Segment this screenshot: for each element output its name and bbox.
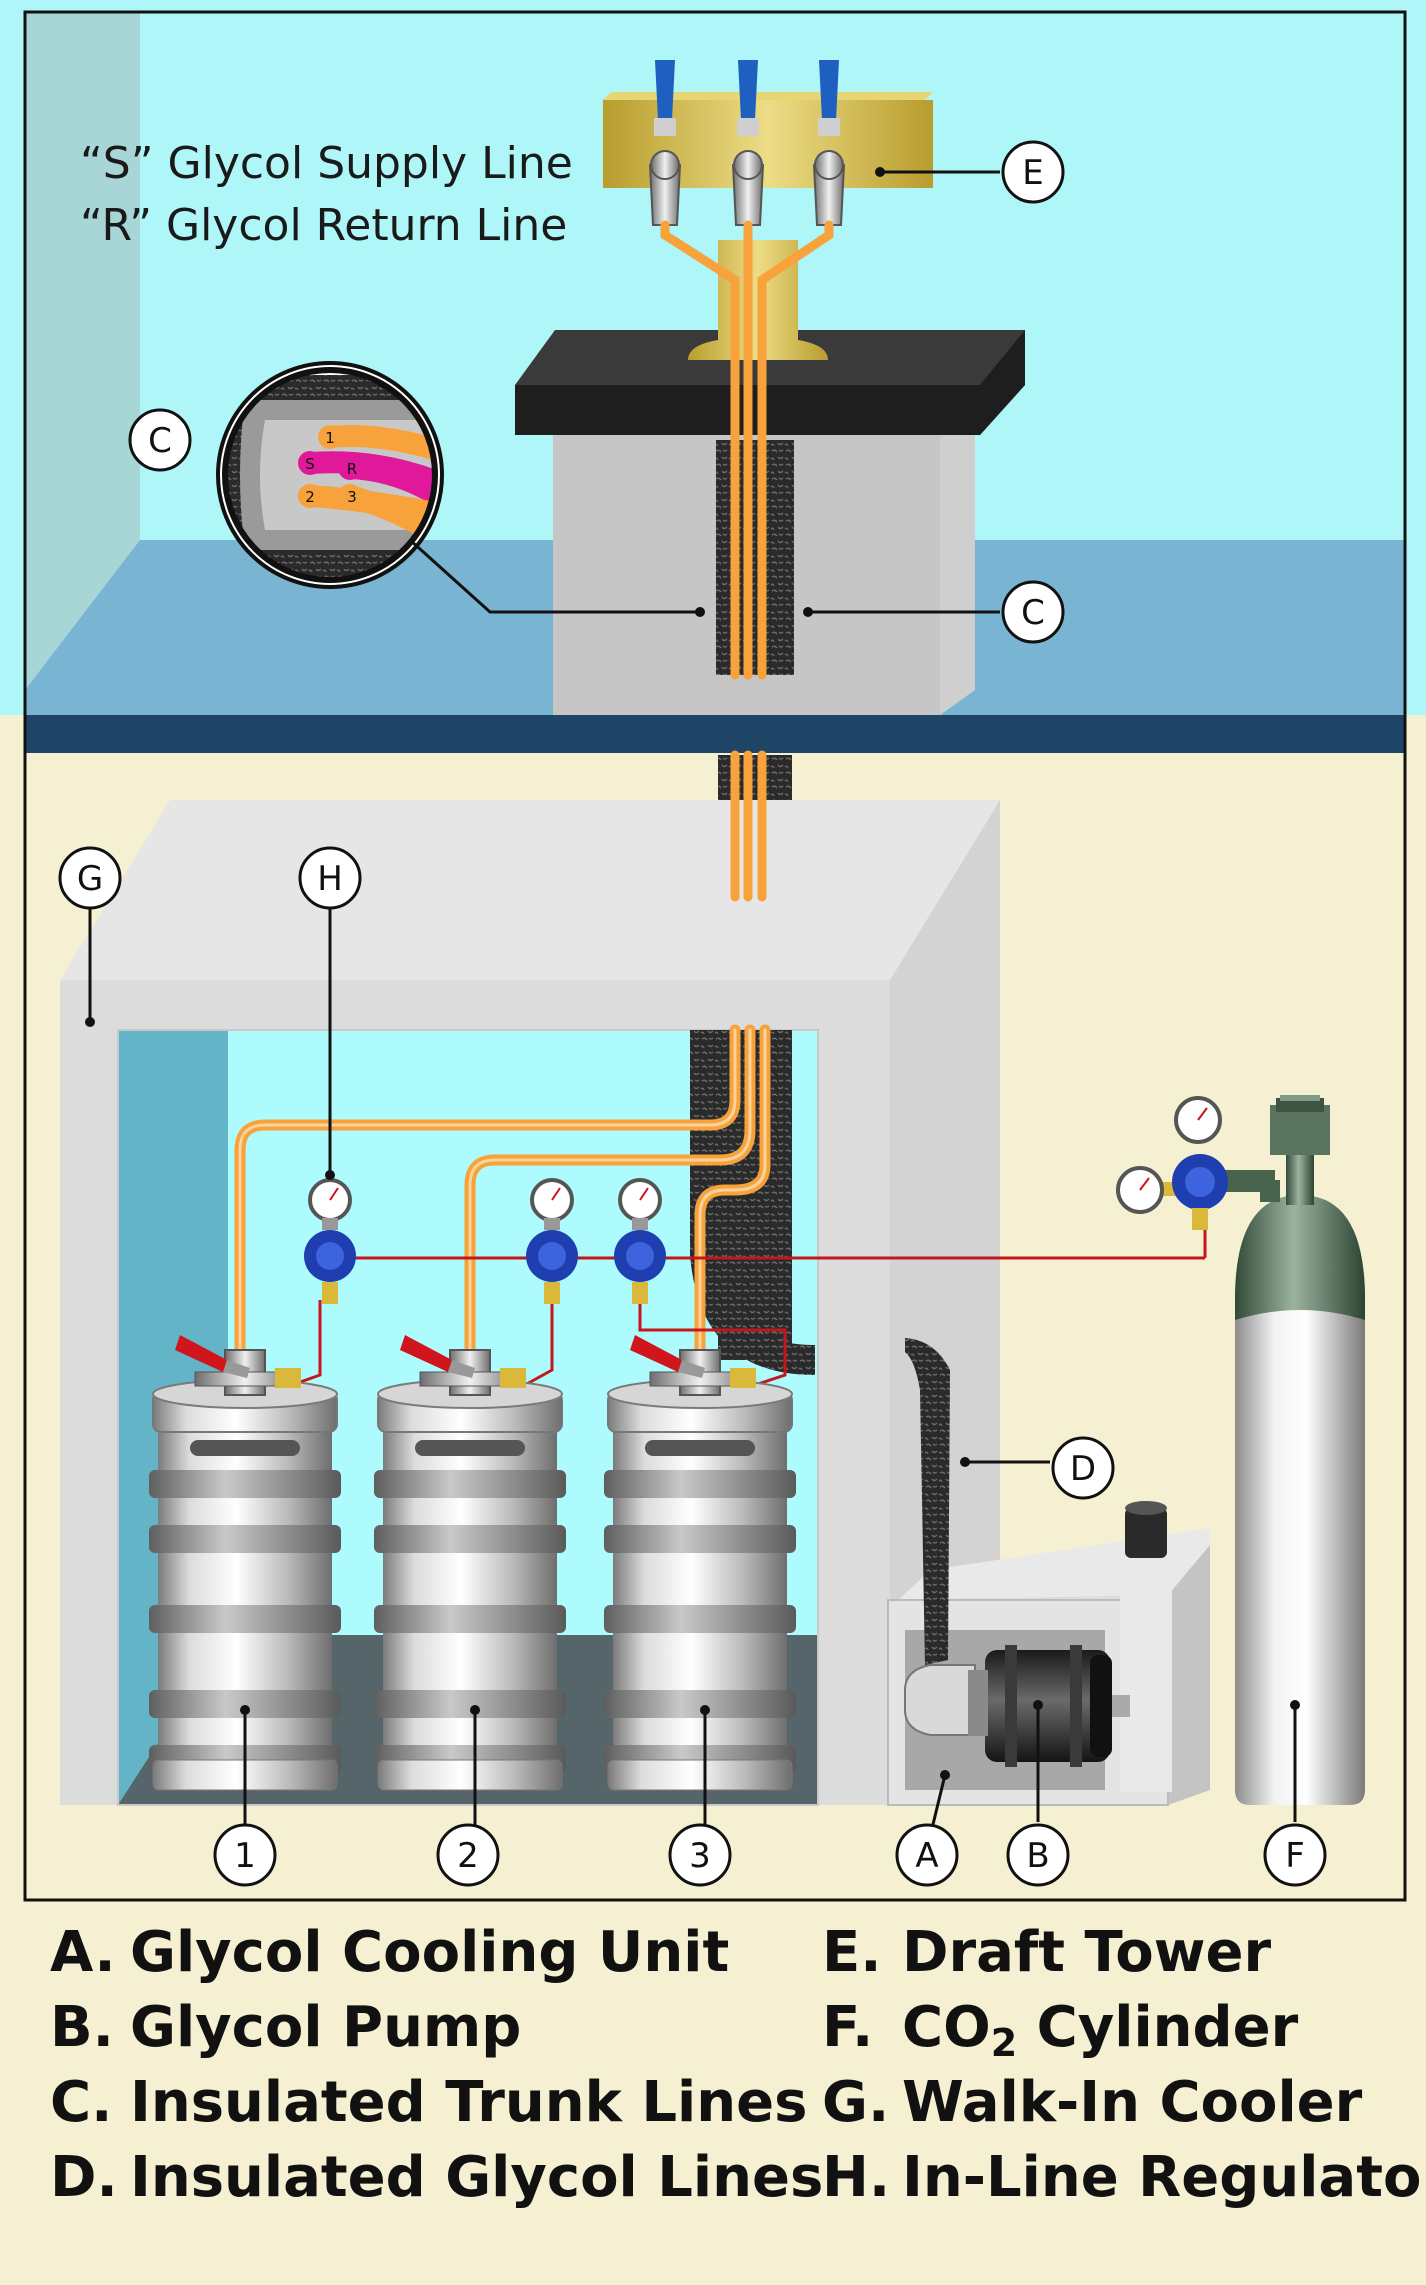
faucet-1: [648, 60, 682, 226]
callouts: E C C G H D 1 2 3 A B F: [58, 140, 1327, 1887]
bar-counter-edge: [25, 715, 1405, 753]
vent-cap: [1125, 1508, 1167, 1558]
keg-2: [374, 1335, 566, 1791]
glycol-pump-head: [904, 1664, 976, 1736]
cooler-frame-inner-edge: [117, 1029, 819, 1806]
beer-line-tower-3: [757, 220, 834, 680]
radiator-fins: [1120, 1560, 1172, 1792]
primary-regulator: [1116, 1096, 1275, 1230]
legend-item-h: H.In-Line Regulator: [822, 2145, 1426, 2210]
callout-c-detail-label: C: [148, 421, 172, 461]
cooler-right-wall: [890, 800, 1000, 1805]
callout-b-label: B: [1026, 1836, 1049, 1876]
co2-gas-lines: [291, 1228, 1207, 1387]
legend-item-a: A.Glycol Cooling Unit: [50, 1920, 730, 1985]
in-line-regulators: [304, 1096, 1275, 1304]
callout-f: F: [1263, 1823, 1327, 1887]
legend-item-c: C.Insulated Trunk Lines: [50, 2070, 808, 2135]
diagram-border: [23, 10, 1407, 1902]
faucets: [648, 60, 846, 226]
callout-e: E: [1001, 140, 1065, 204]
regulator-1: [304, 1178, 356, 1304]
callout-keg-2-label: 2: [457, 1836, 479, 1876]
callout-g: G: [58, 846, 122, 910]
callout-keg-3-label: 3: [689, 1836, 711, 1876]
left-side-wall: [25, 12, 140, 690]
kegs: [149, 1335, 796, 1791]
faucet-3: [812, 60, 846, 226]
keg-3: [604, 1335, 796, 1791]
callout-c: C: [1001, 580, 1065, 644]
detail-label-s: S: [305, 455, 315, 473]
cylinder-shoulder: [1235, 1195, 1365, 1320]
co2-cylinder: [1235, 1095, 1365, 1805]
detail-line-2-end: [298, 484, 322, 508]
callout-c-detail: C: [128, 408, 192, 472]
regulator-2: [526, 1178, 578, 1304]
callout-d-label: D: [1070, 1449, 1096, 1489]
regulator-3: [614, 1178, 666, 1304]
tower-base-block-side: [940, 410, 975, 715]
insulated-glycol-lines: [905, 1338, 950, 1665]
detail-label-3: 3: [347, 488, 357, 506]
callout-c-label: C: [1021, 593, 1045, 633]
legend-item-d: D.Insulated Glycol Lines: [50, 2145, 824, 2210]
cooler-top: [60, 800, 1000, 980]
callout-d: D: [1051, 1436, 1115, 1500]
detail-label-1: 1: [325, 429, 335, 447]
callout-h: H: [298, 846, 362, 910]
trunk-line-detail: 1 S R 2 3: [216, 361, 444, 589]
legend-item-e: E.Draft Tower: [822, 1920, 1272, 1985]
callout-a-label: A: [915, 1836, 938, 1876]
detail-label-2: 2: [305, 488, 315, 506]
callout-f-label: F: [1285, 1836, 1305, 1876]
callout-e-label: E: [1022, 153, 1043, 193]
faucet-2: [731, 60, 765, 226]
detail-line-1-end: [318, 425, 342, 449]
tower-head-top: [603, 92, 933, 100]
detail-return-end: [338, 456, 362, 480]
legend-item-b: B.Glycol Pump: [50, 1995, 522, 2060]
callout-g-label: G: [77, 859, 103, 899]
supply-line-note: “S” Glycol Supply Line: [80, 138, 573, 189]
callout-keg-1: 1: [213, 1823, 277, 1887]
legend-item-f: F.CO2 Cylinder: [822, 1995, 1299, 2065]
callout-keg-2: 2: [436, 1823, 500, 1887]
callout-keg-1-label: 1: [234, 1836, 256, 1876]
callout-b: B: [1006, 1823, 1070, 1887]
legend-item-g: G.Walk-In Cooler: [822, 2070, 1363, 2135]
return-line-note: “R” Glycol Return Line: [80, 200, 568, 251]
detail-line-3-end: [338, 484, 362, 508]
callout-keg-3: 3: [668, 1823, 732, 1887]
callout-a: A: [895, 1823, 959, 1887]
detail-label-r: R: [347, 460, 357, 478]
beer-line-tower-1: [660, 220, 740, 680]
tower-cap-face: [515, 330, 1025, 435]
trunk-conduit-tower: [716, 440, 794, 675]
glycol-pump-motor: [985, 1645, 1130, 1767]
detail-supply-end: [298, 451, 322, 475]
cylinder-body: [1235, 1195, 1365, 1805]
cylinder-valve-handle: [1276, 1098, 1324, 1112]
callout-h-label: H: [317, 859, 343, 899]
leader-lines: [88, 170, 1297, 1846]
